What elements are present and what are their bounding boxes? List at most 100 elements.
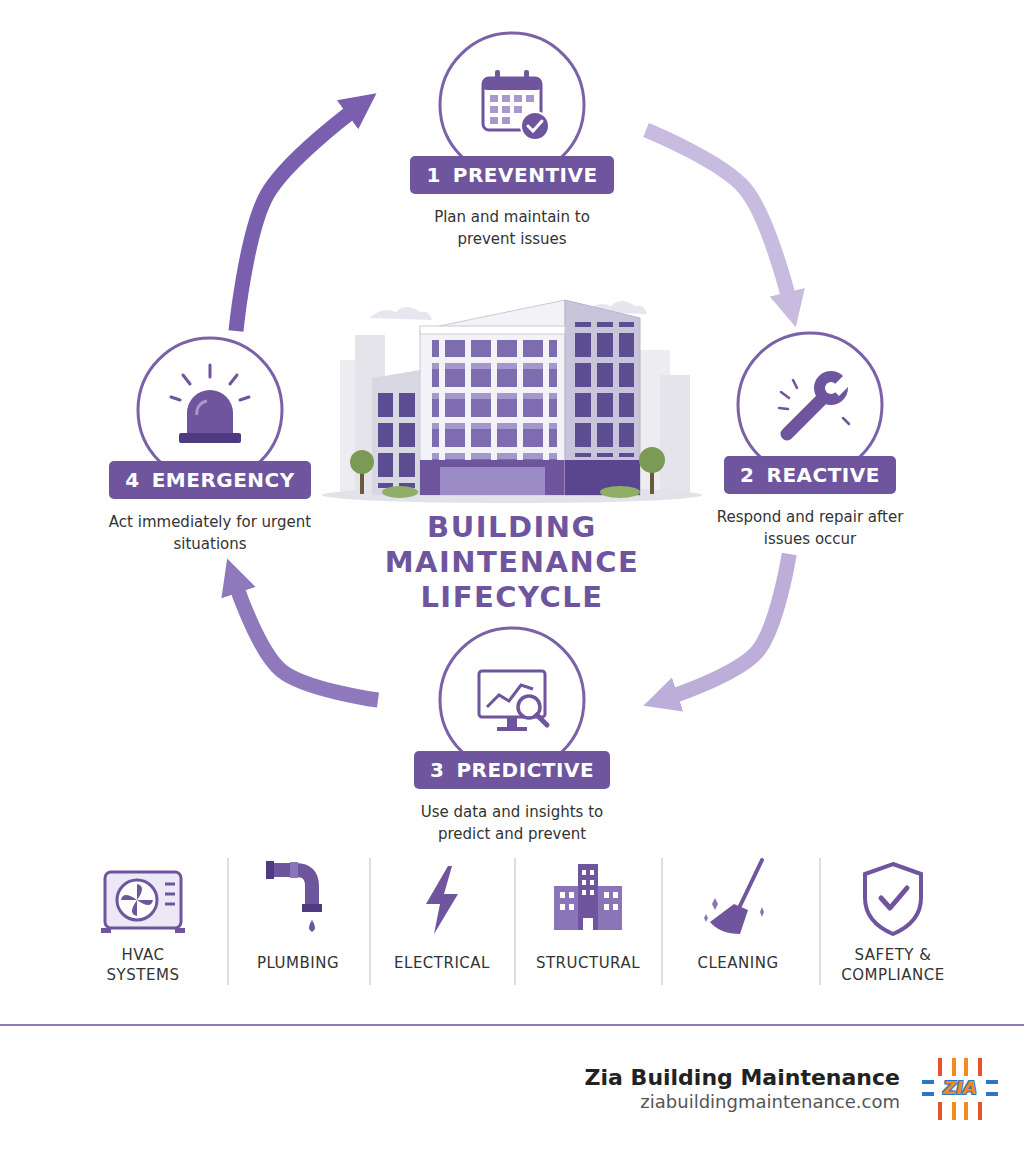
- hvac-icon-part: [175, 928, 185, 933]
- structural-icon-part: [582, 880, 586, 885]
- stage-icon: [483, 70, 549, 140]
- structural-icon-part: [560, 904, 565, 910]
- stage-number: 3: [430, 758, 444, 782]
- category-label: CLEANING: [673, 953, 803, 973]
- category-label: STRUCTURAL: [523, 953, 653, 973]
- logo-mark-part: [922, 1080, 934, 1084]
- building-illustration-part: [572, 322, 634, 457]
- building-illustration-part: [370, 307, 432, 320]
- building-illustration: [322, 300, 702, 503]
- logo-mark-part: [938, 1058, 942, 1076]
- logo-text: ZIA: [930, 1076, 990, 1099]
- category-label: ELECTRICAL: [377, 953, 507, 973]
- logo-mark-part: [964, 1058, 968, 1076]
- building-illustration-part: [660, 375, 690, 495]
- building-illustration-part: [350, 450, 374, 474]
- structural-icon-part: [604, 892, 609, 898]
- hvac-icon-part: [165, 903, 175, 906]
- safety-icon-part: [881, 888, 907, 908]
- stage-description: Respond and repair after issues occur: [705, 506, 915, 550]
- stage-icon: [171, 365, 249, 443]
- category-label: SAFETY & COMPLIANCE: [828, 945, 958, 985]
- stage-number: 2: [740, 463, 754, 487]
- row-separator-part: [661, 858, 663, 985]
- building-illustration-part: [420, 300, 565, 495]
- cleaning-icon: [704, 860, 764, 934]
- building-illustration-part: [440, 467, 545, 495]
- category-label: HVAC SYSTEMS: [88, 945, 198, 985]
- category-label: PLUMBING: [233, 953, 363, 973]
- structural-icon-part: [560, 892, 565, 898]
- row-separator: [228, 858, 820, 985]
- plumbing-icon-part: [290, 862, 298, 878]
- structural-icon-part: [569, 892, 574, 898]
- cycle-arrow: [236, 110, 354, 331]
- row-separator-part: [369, 858, 371, 985]
- plumbing-icon: [266, 861, 322, 932]
- hvac-icon-part: [105, 872, 181, 928]
- stage-badge: 4 EMERGENCY: [109, 461, 311, 499]
- footer-text: ziabuildingmaintenance.com: [500, 1090, 900, 1113]
- structural-icon-part: [554, 886, 578, 930]
- cleaning-icon-part: [712, 898, 718, 910]
- building-illustration-part: [420, 326, 565, 334]
- logo-mark-part: [952, 1102, 956, 1120]
- building-illustration-part: [639, 447, 665, 473]
- diagram-title: BUILDING MAINTENANCE LIFECYCLE: [352, 510, 672, 615]
- cycle-arrow: [670, 554, 789, 697]
- building-illustration-part: [420, 460, 565, 495]
- stage-badge: 1 PREVENTIVE: [410, 156, 613, 194]
- building-illustration-part: [565, 300, 640, 495]
- structural-icon-part: [590, 880, 594, 885]
- electrical-icon-part: [426, 866, 458, 934]
- logo-mark-part: [952, 1058, 956, 1076]
- building-illustration-part: [382, 486, 418, 498]
- plumbing-icon-part: [302, 904, 322, 912]
- structural-icon-part: [613, 892, 618, 898]
- logo-mark: [922, 1058, 998, 1120]
- hvac-icon-part: [117, 880, 157, 920]
- hvac-icon-part: [121, 884, 153, 916]
- stage-node: 1 PREVENTIVE Plan and maintain to prevent …: [382, 30, 642, 250]
- hvac-icon-part: [165, 883, 175, 886]
- stage-title: EMERGENCY: [152, 468, 295, 492]
- structural-icon-part: [569, 904, 574, 910]
- structural-icon-part: [590, 870, 594, 875]
- row-separator-part: [227, 858, 229, 985]
- stage-node: 3PREDICTIVEUse data and insights to pred…: [382, 625, 642, 845]
- structural-icon-part: [613, 904, 618, 910]
- building-illustration-part: [600, 486, 640, 498]
- stage-node: 4 EMERGENCY Act immediately for urgent sit…: [80, 335, 340, 555]
- plumbing-icon-part: [309, 920, 315, 932]
- structural-icon-part: [590, 890, 594, 895]
- stage-title: REACTIVE: [766, 463, 879, 487]
- row-separator-part: [819, 858, 821, 985]
- electrical-icon: [426, 866, 458, 934]
- row-separator-part: [514, 858, 516, 985]
- cycle-arrow: [646, 130, 789, 300]
- stage-number: 4: [125, 468, 139, 492]
- building-illustration-part: [432, 340, 557, 460]
- stage-icon: [779, 371, 855, 434]
- stage-description: Plan and maintain to prevent issues: [407, 206, 617, 250]
- safety-icon-part: [865, 864, 921, 934]
- logo-mark-part: [986, 1080, 998, 1084]
- stage-badge: 2 REACTIVE: [724, 456, 896, 494]
- logo-mark-part: [922, 1092, 934, 1096]
- structural-icon: [554, 864, 622, 930]
- stage-number: 1: [426, 163, 440, 187]
- logo-mark-part: [938, 1102, 942, 1120]
- stage-title: PREVENTIVE: [453, 163, 598, 187]
- building-illustration-part: [372, 370, 420, 495]
- stage-description: Act immediately for urgent situations: [105, 511, 315, 555]
- structural-icon-part: [598, 886, 622, 930]
- hvac-icon: [101, 872, 185, 933]
- stage-icon: [479, 671, 547, 731]
- logo-mark-part: [978, 1102, 982, 1120]
- structural-icon-part: [582, 890, 586, 895]
- safety-icon: [865, 864, 921, 934]
- logo-mark-part: [964, 1102, 968, 1120]
- footer-rule: [0, 1024, 1024, 1026]
- structural-icon-part: [578, 864, 598, 930]
